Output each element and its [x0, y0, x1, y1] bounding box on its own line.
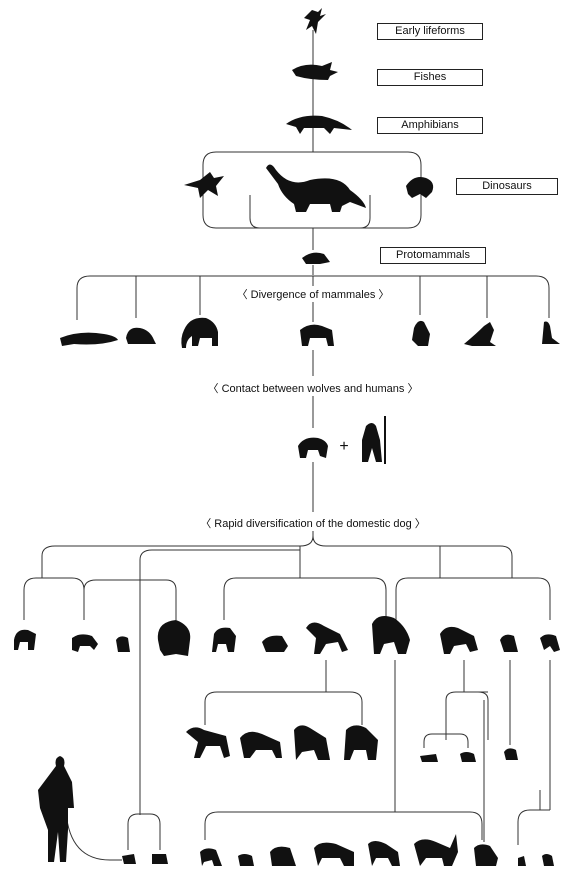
- dog-icon: [504, 748, 518, 760]
- small-dog-icon: [122, 854, 136, 864]
- manatee-icon: [60, 332, 118, 346]
- beaver-icon: [126, 327, 156, 344]
- turtle-icon: [406, 177, 434, 198]
- dog-icon: [116, 636, 130, 652]
- fishes-label: Fishes: [377, 69, 483, 86]
- diversification-caption: 〈 Rapid diversification of the domestic …: [197, 515, 429, 531]
- wolf-icon: [298, 437, 328, 458]
- big-cat-icon: [300, 324, 334, 346]
- dachshund-icon: [420, 754, 438, 762]
- dog-icon: [314, 842, 354, 866]
- divergence-caption: 〈 Divergence of mammales 〉: [233, 286, 393, 302]
- dinosaur-bracket: [202, 151, 422, 229]
- dog-icon: [14, 629, 36, 650]
- kangaroo-icon: [464, 322, 496, 346]
- dog-icon: [72, 634, 98, 652]
- dog-icon: [500, 634, 518, 652]
- protomammals-label: Protomammals: [380, 247, 486, 264]
- dog-icon: [440, 626, 478, 654]
- dog-icon: [540, 634, 560, 652]
- dog-icon: [460, 752, 476, 762]
- dog-icon: [368, 841, 400, 866]
- human-with-spear-icon: [362, 416, 386, 464]
- dog-icon: [518, 856, 526, 866]
- human-icon: [38, 756, 74, 862]
- elephant-icon: [181, 317, 218, 348]
- dog-icon: [157, 620, 191, 656]
- dog-icon: [372, 616, 410, 654]
- dog-icon: [306, 622, 348, 654]
- dog-icon: [200, 848, 222, 866]
- contact-caption: 〈 Contact between wolves and humans 〉: [204, 380, 422, 396]
- fish-icon: [292, 62, 338, 80]
- saluki-icon: [344, 725, 378, 760]
- dinosaurs-label: Dinosaurs: [456, 178, 558, 195]
- amphibians-label: Amphibians: [377, 117, 483, 134]
- dog-icon: [414, 834, 458, 866]
- sauropod-icon: [266, 164, 366, 212]
- amphibian-icon: [286, 115, 352, 134]
- afghan-hound-icon: [294, 725, 330, 760]
- dog-icon: [238, 854, 254, 866]
- dog-icon: [270, 846, 296, 866]
- plus-sign: +: [336, 438, 352, 456]
- dog-icon: [262, 635, 288, 652]
- dog-icon: [542, 854, 554, 866]
- dog-bracket: [41, 535, 513, 578]
- greyhound-icon: [186, 727, 230, 758]
- meerkat-icon: [542, 321, 560, 344]
- primate-icon: [412, 320, 430, 346]
- early-lifeforms-label: Early lifeforms: [377, 23, 483, 40]
- greyhound-icon: [240, 731, 282, 758]
- pterosaur-icon: [184, 172, 224, 198]
- dinosaur-inner-bracket: [249, 195, 371, 229]
- dog-icon: [474, 844, 498, 866]
- protomammal-icon: [302, 252, 330, 264]
- small-dog-icon: [152, 854, 168, 864]
- early-lifeform-icon: [304, 8, 326, 34]
- dog-icon: [212, 627, 236, 652]
